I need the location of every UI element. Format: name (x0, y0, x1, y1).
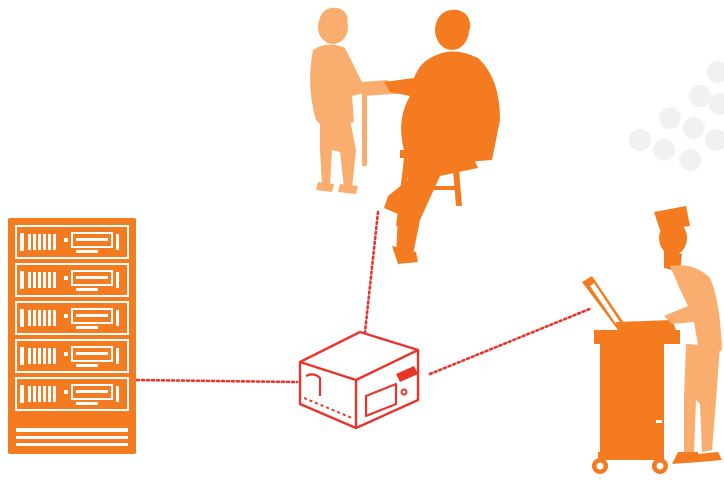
network-device-icon (300, 332, 418, 428)
connector-rack-to-device (137, 380, 297, 382)
background-dot-pattern (629, 61, 724, 171)
background-dot (683, 117, 705, 139)
server-rack-icon (8, 218, 136, 454)
background-dot (679, 149, 701, 171)
background-dot (629, 129, 651, 151)
background-dot (707, 61, 724, 83)
connectors (137, 212, 592, 382)
connector-clinician-to-device (430, 308, 592, 374)
patient-figure (310, 8, 390, 194)
clinician-workstation-icon (582, 206, 722, 474)
doctor-figure (384, 10, 500, 264)
background-dot (709, 93, 724, 115)
background-dot (689, 85, 711, 107)
connector-consultation-to-device (365, 212, 378, 332)
consultation-icon (310, 8, 500, 264)
background-dot (705, 129, 724, 151)
medical-cart (592, 330, 680, 474)
laptop (582, 276, 676, 332)
background-dot (659, 107, 681, 129)
background-dot (653, 139, 675, 161)
